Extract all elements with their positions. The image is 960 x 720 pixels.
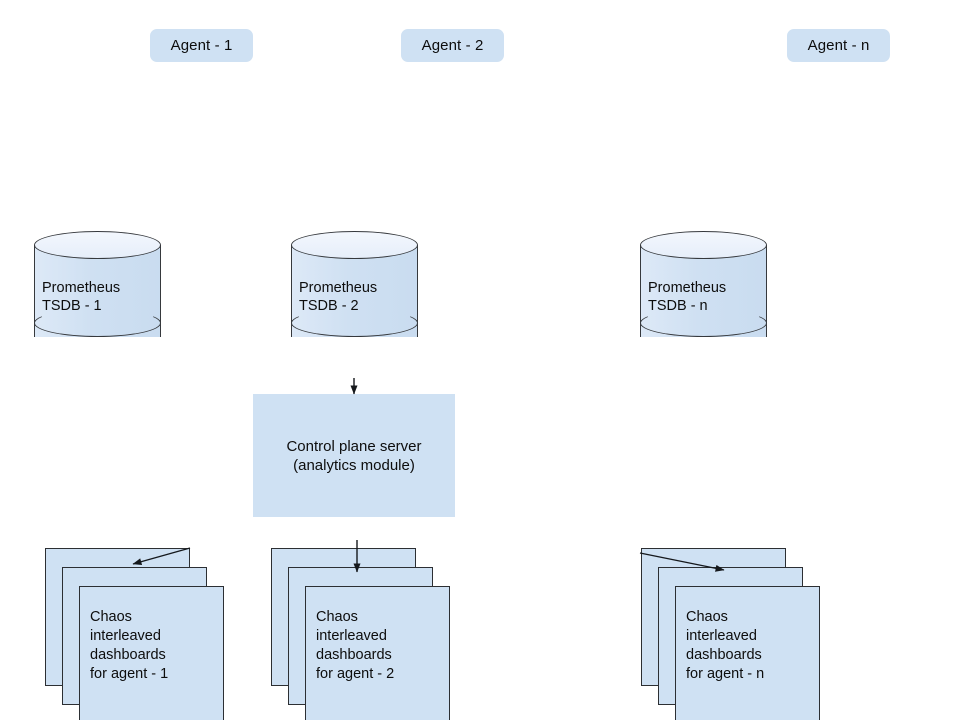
dashboard-line-3: dashboards — [316, 647, 392, 663]
cylinder-bottom-ellipse — [34, 309, 161, 337]
cylinder-top-ellipse — [640, 231, 767, 259]
dashboard-stack-1[interactable]: Chaos interleaved dashboards for agent -… — [45, 548, 225, 720]
dashboard-card-front — [675, 586, 820, 720]
tsdb-label-line-2: TSDB - 1 — [42, 298, 102, 314]
agent-label-1: Agent - 1 — [170, 37, 233, 54]
dashboard-line-2: interleaved — [316, 628, 387, 644]
agent-label-n: Agent - n — [807, 37, 870, 54]
control-plane-line-2: (analytics module) — [293, 456, 415, 474]
cylinder-bottom-ellipse — [640, 309, 767, 337]
dashboard-line-4: for agent - n — [686, 666, 765, 682]
tsdb-label-line-1: Prometheus — [648, 280, 727, 296]
prometheus-tsdb-cylinder-2[interactable]: Prometheus TSDB - 2 — [291, 231, 418, 351]
control-plane-line-1: Control plane server — [286, 437, 422, 455]
prometheus-tsdb-cylinder-n[interactable]: Prometheus TSDB - n — [640, 231, 767, 351]
tsdb-label-line-1: Prometheus — [299, 280, 378, 296]
agent-box-1[interactable]: Agent - 1 — [150, 29, 253, 62]
dashboard-label-2: Chaos interleaved dashboards for agent -… — [316, 608, 442, 684]
dashboard-line-2: interleaved — [90, 628, 161, 644]
dashboard-label-n: Chaos interleaved dashboards for agent -… — [686, 608, 812, 684]
tsdb-label-line-2: TSDB - n — [648, 298, 708, 314]
cylinder-bottom-ellipse — [291, 309, 418, 337]
control-plane-server-label: Control plane server (analytics module) — [286, 437, 421, 475]
dashboard-stack-n[interactable]: Chaos interleaved dashboards for agent -… — [641, 548, 821, 720]
agent-box-2[interactable]: Agent - 2 — [401, 29, 504, 62]
dashboard-line-1: Chaos — [90, 609, 132, 625]
cylinder-top-ellipse — [291, 231, 418, 259]
agent-label-2: Agent - 2 — [421, 37, 484, 54]
control-plane-server-box[interactable]: Control plane server (analytics module) — [253, 394, 455, 517]
prometheus-tsdb-label-n: Prometheus TSDB - n — [648, 279, 760, 315]
prometheus-tsdb-cylinder-1[interactable]: Prometheus TSDB - 1 — [34, 231, 161, 351]
dashboard-line-4: for agent - 2 — [316, 666, 395, 682]
dashboard-card-front — [305, 586, 450, 720]
dashboard-stack-2[interactable]: Chaos interleaved dashboards for agent -… — [271, 548, 451, 720]
dashboard-line-1: Chaos — [316, 609, 358, 625]
agent-box-n[interactable]: Agent - n — [787, 29, 890, 62]
dashboard-label-1: Chaos interleaved dashboards for agent -… — [90, 608, 216, 684]
dashboard-line-3: dashboards — [90, 647, 166, 663]
dashboard-line-3: dashboards — [686, 647, 762, 663]
prometheus-tsdb-label-2: Prometheus TSDB - 2 — [299, 279, 411, 315]
tsdb-label-line-1: Prometheus — [42, 280, 121, 296]
tsdb-label-line-2: TSDB - 2 — [299, 298, 359, 314]
dashboard-card-front — [79, 586, 224, 720]
dashboard-line-2: interleaved — [686, 628, 757, 644]
cylinder-top-ellipse — [34, 231, 161, 259]
dashboard-line-1: Chaos — [686, 609, 728, 625]
prometheus-tsdb-label-1: Prometheus TSDB - 1 — [42, 279, 154, 315]
dashboard-line-4: for agent - 1 — [90, 666, 169, 682]
